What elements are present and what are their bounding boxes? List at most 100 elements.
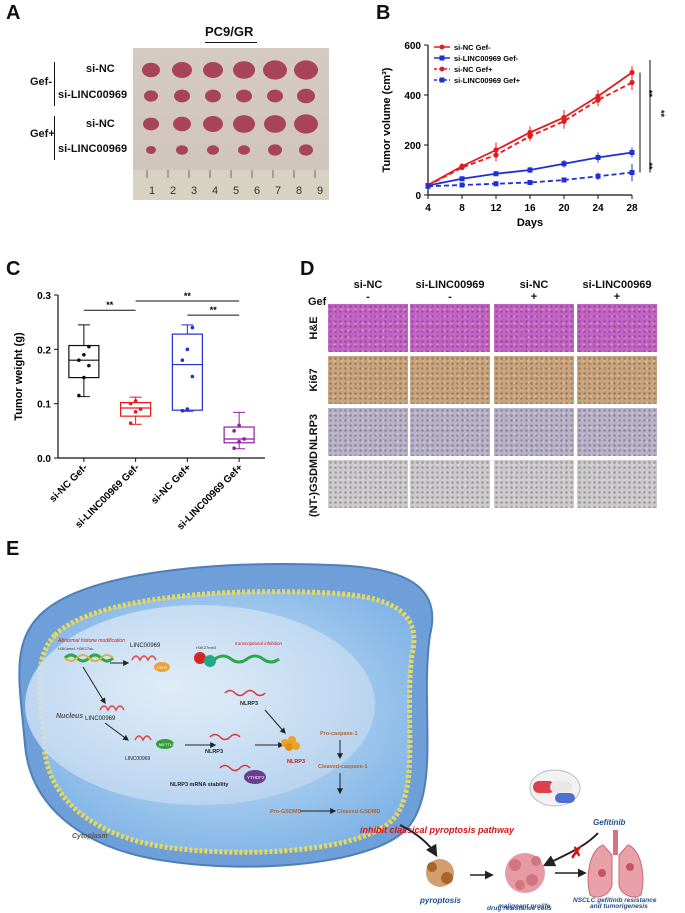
- y-axis-label: Tumor volume (cm³): [381, 67, 393, 172]
- data-point: [77, 393, 81, 398]
- histology-tile: [577, 460, 657, 508]
- x-tick-label: 8: [459, 203, 465, 214]
- data-point: [128, 401, 133, 406]
- svg-text:LINC00969: LINC00969: [85, 716, 116, 722]
- data-point: [232, 429, 236, 433]
- data-point: [82, 375, 86, 380]
- nlrp3-protein-cluster: [281, 736, 300, 751]
- y-tick-label: 400: [404, 91, 421, 102]
- svg-text:NSCLC gefitinib resistance: NSCLC gefitinib resistance: [573, 897, 657, 904]
- data-point: [527, 180, 533, 185]
- data-point: [133, 399, 138, 403]
- group-label-gef-plus: Gef+: [30, 128, 55, 140]
- column-header: si-NC: [519, 279, 549, 291]
- histone-marks-label: H3K4me1 H3K27ac: [58, 646, 93, 651]
- histology-tile: [494, 356, 574, 404]
- data-point: [493, 181, 499, 187]
- drug-line-2: malignant prolife: [498, 903, 551, 910]
- y-tick-label: 200: [404, 141, 421, 152]
- data-point: [133, 410, 138, 414]
- histone-red: [194, 652, 206, 664]
- ruler-number: 1: [149, 185, 155, 197]
- rna-loop-low: [134, 735, 152, 742]
- linc-top: LINC00969: [130, 643, 161, 649]
- svg-text:NLRP3: NLRP3: [287, 759, 305, 765]
- x-tick-label: 20: [558, 203, 570, 214]
- bracket-gef-plus: [54, 116, 55, 160]
- significance-mark: **: [644, 163, 654, 171]
- y-tick-label: 0.2: [37, 345, 51, 356]
- tumor-sample: [143, 117, 159, 131]
- data-point: [425, 183, 431, 189]
- svg-text:YTHDF2: YTHDF2: [247, 775, 265, 780]
- x-tick-label: 4: [425, 203, 431, 214]
- column-gef-sign: -: [366, 291, 370, 303]
- row-label: (NT-)GSDMD: [308, 451, 320, 517]
- panel-label-c: C: [6, 258, 21, 280]
- rna-wave-3: [219, 764, 251, 772]
- tumor-sample: [144, 90, 158, 102]
- x-tick-label: 24: [592, 203, 604, 214]
- svg-text:Pro-GSDMD: Pro-GSDMD: [270, 809, 302, 815]
- row-label: NLRP3: [308, 413, 320, 451]
- row-label: H&E: [308, 316, 320, 340]
- data-point: [237, 439, 241, 444]
- data-point: [87, 344, 91, 349]
- tumor-cell-cluster: [505, 853, 545, 893]
- tumor-sample: [172, 62, 192, 78]
- group-label-gef-minus: Gef-: [30, 76, 52, 88]
- box: [120, 401, 152, 417]
- data-point: [87, 363, 91, 368]
- cytoplasm-label: Cytoplasm: [72, 833, 108, 840]
- data-point: [190, 325, 195, 330]
- ruler-number: 4: [212, 185, 218, 197]
- legend-marker: [439, 66, 445, 72]
- panel-a-title-underline: [205, 42, 257, 43]
- histology-tile: [410, 408, 490, 456]
- svg-text:pyroptosis: pyroptosis: [419, 896, 461, 905]
- data-point: [185, 407, 190, 411]
- column-header: si-LINC00969: [415, 279, 485, 291]
- nucleus: [25, 605, 375, 805]
- panel-label-b: B: [376, 2, 391, 24]
- data-point: [242, 437, 246, 441]
- data-point: [493, 171, 499, 177]
- bracket-gef-minus: [54, 62, 55, 106]
- histology-tile: [577, 304, 657, 352]
- significance-mark: **: [210, 305, 218, 315]
- x-axis-label: Days: [517, 217, 543, 229]
- ruler-number: 7: [275, 185, 281, 197]
- data-point: [595, 97, 601, 103]
- ruler-number: 6: [254, 185, 260, 197]
- tumor-sample: [238, 145, 250, 155]
- row-label-si-nc-2: si-NC: [86, 118, 115, 130]
- svg-text:H3K27me3: H3K27me3: [196, 645, 217, 650]
- histology-tile: [494, 408, 574, 456]
- tumor-sample: [146, 146, 156, 154]
- gefitinib-label: Gefitinib: [593, 818, 626, 827]
- data-point: [128, 421, 133, 426]
- y-axis-label: Tumor weight (g): [13, 332, 25, 421]
- panel-label-e: E: [6, 538, 20, 560]
- block-x: ✗: [570, 845, 583, 862]
- y-tick-label: 600: [404, 41, 421, 52]
- data-point: [180, 408, 185, 413]
- tumor-sample: [203, 116, 223, 132]
- y-tick-label: 0.0: [37, 454, 51, 465]
- svg-text:drug resistance cells: drug resistance cells: [487, 905, 552, 912]
- rna-wave-2: [209, 733, 241, 741]
- svg-text:EZH2: EZH2: [157, 665, 168, 670]
- nucleus-label: Nucleus: [56, 713, 83, 720]
- column-gef-sign: +: [530, 291, 538, 303]
- svg-text:LINC00969: LINC00969: [125, 756, 151, 762]
- svg-text:Cleaved-caspase-1: Cleaved-caspase-1: [318, 764, 368, 770]
- histology-tile: [494, 460, 574, 508]
- row-label-si-linc-1: si-LINC00969: [58, 89, 128, 101]
- data-point: [527, 133, 533, 139]
- data-point: [138, 407, 143, 411]
- svg-text:METTL3: METTL3: [159, 742, 175, 747]
- category-label: si-NC Gef-: [48, 462, 90, 504]
